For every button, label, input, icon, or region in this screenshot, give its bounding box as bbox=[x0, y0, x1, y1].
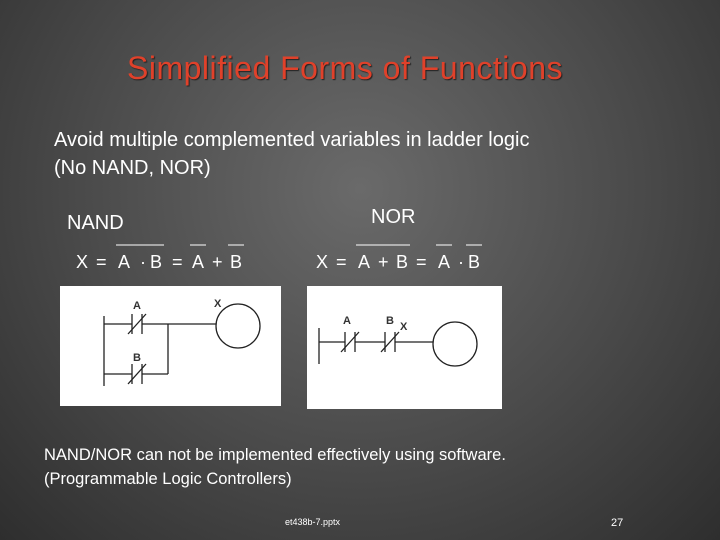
bullet-2-line-1: NAND/NOR can not be implemented effectiv… bbox=[44, 446, 506, 464]
bullet-2: NAND/NOR can not be implemented effectiv… bbox=[44, 443, 684, 491]
nand-eq-term-a: A bbox=[118, 252, 130, 272]
bullet-1-line-2: (No NAND, NOR) bbox=[54, 157, 211, 179]
nor-ladder-panel: A B X bbox=[307, 286, 502, 409]
nand-contact-a-slash bbox=[127, 313, 147, 335]
nor-eq-term-b: B bbox=[396, 252, 408, 272]
nand-eq-term-b: B bbox=[150, 252, 162, 272]
nand-label: NAND bbox=[67, 212, 124, 234]
nor-eq-lhs: X bbox=[316, 252, 328, 272]
bullet-1-line-1: Avoid multiple complemented variables in… bbox=[54, 129, 530, 151]
bullet-1: Avoid multiple complemented variables in… bbox=[54, 126, 694, 182]
nor-contact-b-label: B bbox=[386, 315, 394, 327]
nand-coil-x bbox=[215, 303, 261, 349]
nor-eq-equals: = bbox=[336, 252, 347, 272]
nor-contact-a-slash bbox=[340, 331, 360, 353]
nand-contact-b-label: B bbox=[133, 352, 141, 364]
nand-eq-term-a-bar: A bbox=[192, 252, 204, 272]
nand-eq-plus: + bbox=[212, 252, 223, 272]
nor-eq-term-a: A bbox=[358, 252, 370, 272]
nor-label: NOR bbox=[371, 206, 416, 228]
nand-eq-equals: = bbox=[96, 252, 107, 272]
nor-coil-label: X bbox=[400, 321, 408, 333]
nor-equation: X = A + B = A · B bbox=[316, 244, 482, 272]
bullet-2-line-2: (Programmable Logic Controllers) bbox=[44, 470, 292, 488]
nand-coil-label: X bbox=[214, 298, 222, 310]
page-number: 27 bbox=[611, 517, 624, 529]
slide-title: Simplified Forms of Functions bbox=[127, 50, 563, 86]
footer-filename: et438b-7.pptx bbox=[285, 517, 341, 527]
nand-equation: X = A · B = A + B bbox=[76, 244, 244, 272]
nor-coil-x bbox=[432, 321, 478, 367]
nand-ladder-panel: A B X bbox=[60, 286, 281, 406]
nor-eq-term-a-bar: A bbox=[438, 252, 450, 272]
nand-eq-dot: · bbox=[140, 252, 146, 272]
nor-eq-plus: + bbox=[378, 252, 389, 272]
nand-eq-term-b-bar: B bbox=[230, 252, 242, 272]
nand-eq-lhs: X bbox=[76, 252, 88, 272]
nand-ladder-diagram: A B X bbox=[103, 298, 261, 386]
nor-contact-a-label: A bbox=[343, 315, 351, 327]
nand-eq-equals-2: = bbox=[172, 252, 183, 272]
nor-contact-b-slash bbox=[380, 331, 400, 353]
nor-eq-term-b-bar: B bbox=[468, 252, 480, 272]
nor-ladder-diagram: A B X bbox=[318, 315, 478, 367]
nor-eq-equals-2: = bbox=[416, 252, 427, 272]
nor-eq-dot: · bbox=[458, 252, 464, 272]
nand-contact-a-label: A bbox=[133, 300, 141, 312]
nand-contact-b-slash bbox=[127, 363, 147, 385]
